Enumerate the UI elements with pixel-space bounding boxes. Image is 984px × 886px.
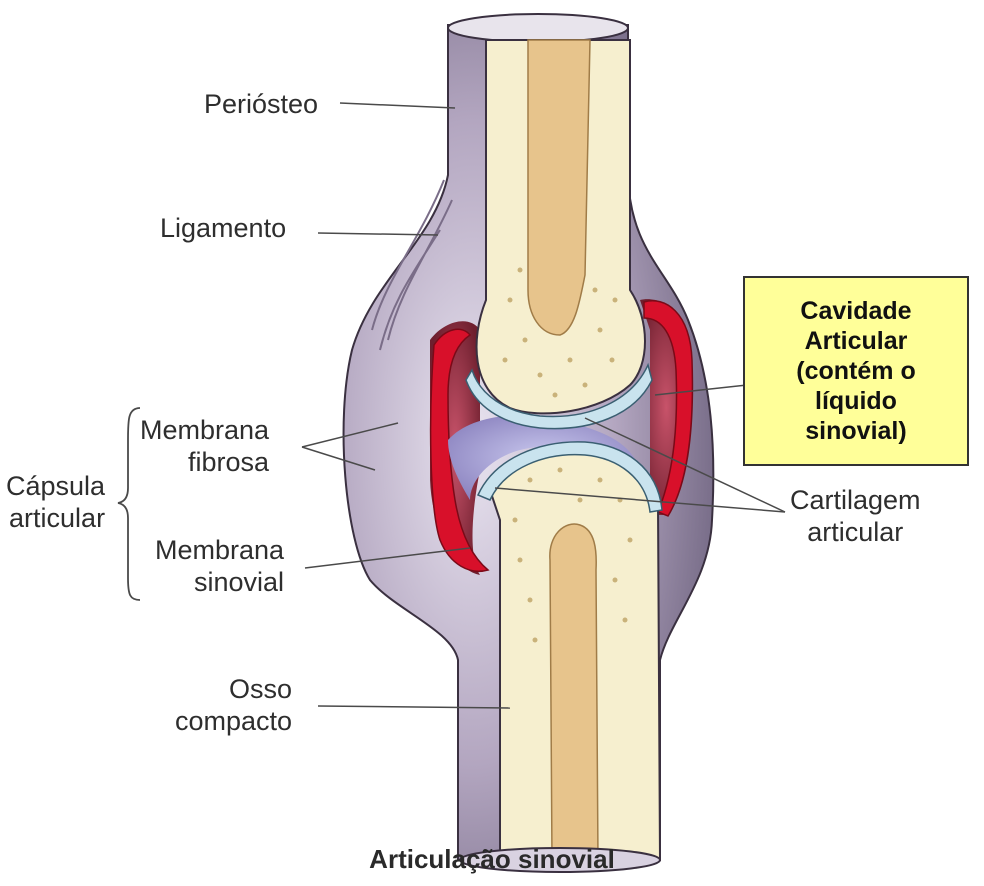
label-capsula-articular: Cápsula articular [6, 471, 106, 533]
label-cartilagem-articular: Cartilagem articular [790, 485, 921, 547]
figure-caption: Articulação sinovial [369, 844, 615, 874]
label-ligamento: Ligamento [160, 213, 287, 243]
lower-cartilage [476, 441, 663, 513]
label-membrana-fibrosa: Membrana fibrosa [140, 415, 270, 477]
bottom-shaft-opening [459, 847, 661, 873]
leader-lines [301, 102, 786, 709]
label-periosteo: Periósteo [204, 89, 319, 119]
label-membrana-sinovial: Membrana sinovial [155, 535, 285, 597]
label-osso-compacto: Osso compacto [175, 674, 293, 736]
joint-cavity-callout: Cavidade Articular (contém o líquido sin… [743, 276, 969, 466]
lower-marrow [549, 523, 599, 861]
ligament-fibers [371, 179, 453, 351]
callout-text: Cavidade Articular (contém o líquido sin… [796, 297, 916, 445]
top-shaft-opening [447, 13, 629, 43]
synovial-membrane-left [429, 328, 490, 572]
joint-cavity-fluid [448, 415, 640, 500]
capsule-brace [117, 407, 141, 601]
upper-cartilage [465, 362, 653, 430]
upper-marrow [527, 39, 591, 336]
